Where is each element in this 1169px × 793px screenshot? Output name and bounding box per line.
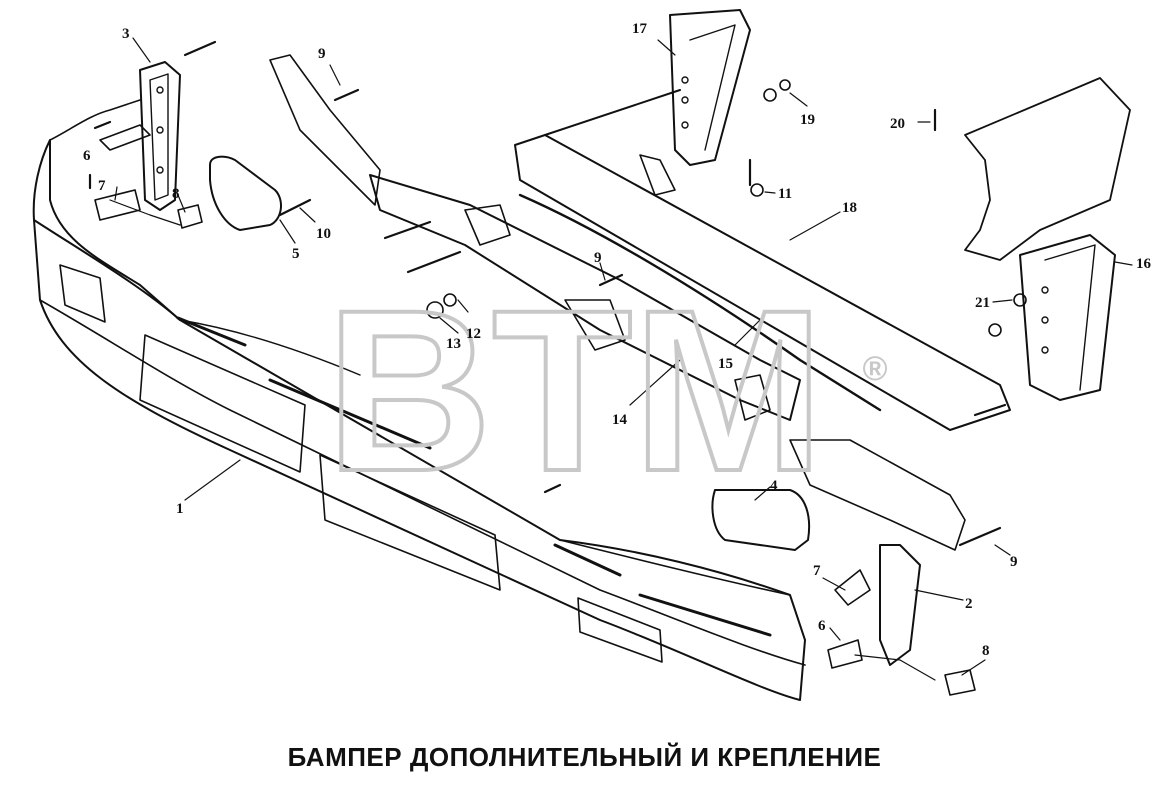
upper-right-bracket [669,9,751,166]
callout-16: 16 [1136,256,1152,272]
callout-11: 11 [778,186,792,202]
callout-9b: 9 [594,250,602,266]
right-clip-nut [944,669,976,696]
right-plate [827,639,863,669]
callout-7a: 7 [98,178,106,194]
left-bracket [139,61,181,211]
callout-15: 15 [718,356,733,372]
callout-9c: 9 [1010,554,1018,570]
callout-2: 2 [965,596,973,612]
cable [518,193,882,412]
callout-20: 20 [890,116,905,132]
frame-member [964,77,1131,261]
right-clip [834,569,871,606]
callout-21: 21 [975,295,990,311]
callout-13: 13 [446,336,461,352]
callout-8a: 8 [172,186,180,202]
right-bracket [1019,234,1116,401]
right-fog-lamp [711,489,810,551]
leader-lines [114,37,1133,676]
callout-1: 1 [176,501,184,517]
callout-19: 19 [800,112,815,128]
callout-17: 17 [632,21,648,37]
left-plate [94,189,141,221]
rear-frame-rail [514,89,1011,431]
left-side-panel [269,54,381,206]
callout-7b: 7 [813,563,821,579]
callout-6b: 6 [818,618,826,634]
nuts [426,79,1027,337]
bumper-shell [32,99,806,701]
bolts [88,40,1007,547]
callout-6a: 6 [83,148,91,164]
callout-4: 4 [770,478,778,494]
right-side-panel [789,439,966,551]
watermark-registered-mark: ® [862,350,887,388]
watermark-text: BTM [326,262,824,519]
callout-10: 10 [316,226,331,242]
callout-5: 5 [292,246,300,262]
left-callout-leader [109,199,181,226]
left-fog-lamp [209,155,282,231]
left-clip [99,124,151,151]
callout-14: 14 [612,412,628,428]
right-callout-leader [854,654,936,681]
callout-18: 18 [842,200,857,216]
callout-8b: 8 [982,643,990,659]
callout-3: 3 [122,26,130,42]
diagram-title: БАМПЕР ДОПОЛНИТЕЛЬНЫЙ И КРЕПЛЕНИЕ [287,742,882,772]
callout-9a: 9 [318,46,326,62]
right-mount-bracket [879,544,921,666]
callout-12: 12 [466,326,481,342]
cross-member [369,174,801,421]
left-clip-nut [177,204,203,229]
